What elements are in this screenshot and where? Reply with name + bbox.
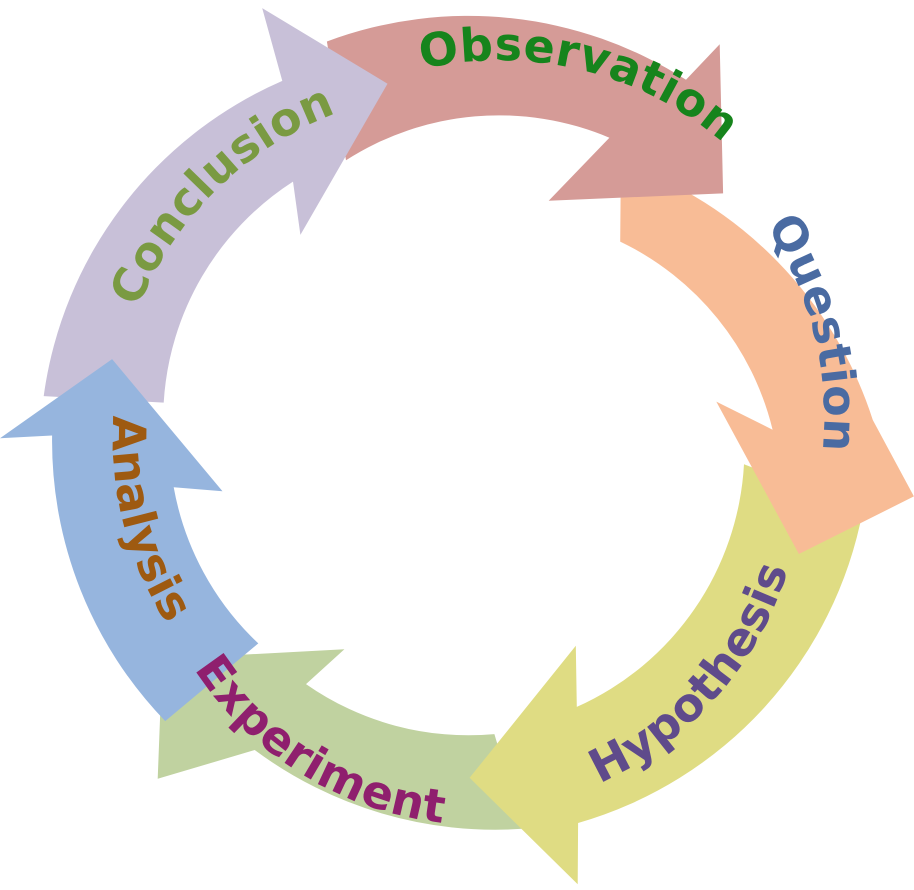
analysis-arrow [0, 359, 259, 722]
hypothesis-arrow [469, 464, 863, 885]
cycle-arrows [0, 8, 914, 885]
observation-arrow [326, 15, 724, 201]
question-arrow [620, 162, 914, 554]
conclusion-arrow [43, 8, 388, 403]
experiment-arrow [157, 649, 523, 830]
